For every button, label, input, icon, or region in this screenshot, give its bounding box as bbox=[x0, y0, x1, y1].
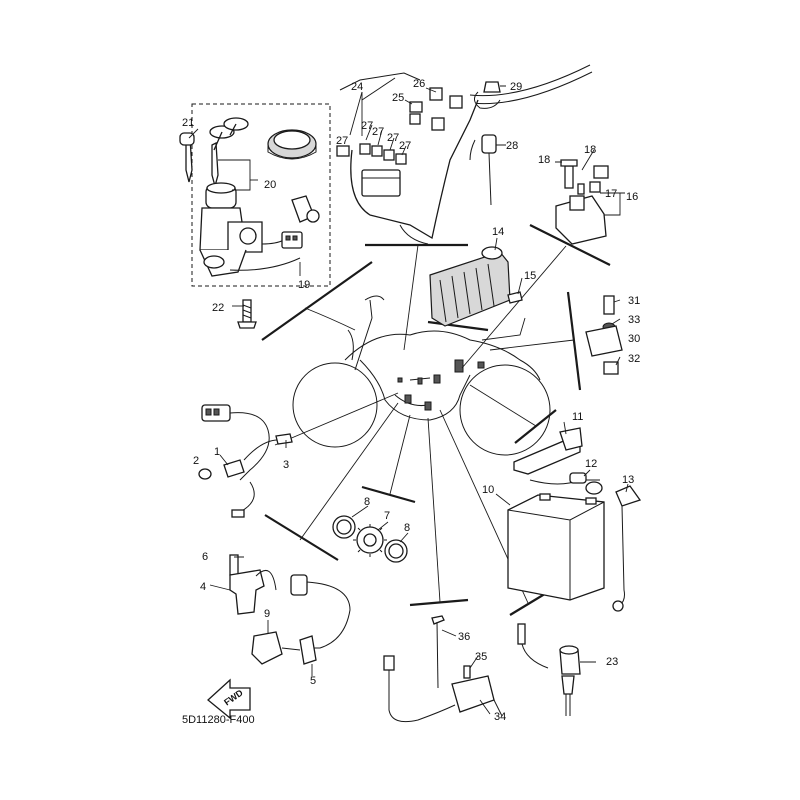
main-switch-kit-box bbox=[191, 103, 331, 287]
callout-18b: 18 bbox=[584, 144, 596, 156]
relay-30-group bbox=[585, 295, 623, 375]
callout-23: 23 bbox=[606, 656, 618, 668]
callout-27b: 27 bbox=[361, 120, 373, 132]
screw-icon bbox=[564, 165, 574, 189]
bolt-icon bbox=[507, 291, 523, 304]
fuse-icon bbox=[336, 145, 350, 157]
battery-icon bbox=[507, 494, 605, 601]
relay-icon bbox=[409, 101, 423, 113]
neutral-switch-icon bbox=[223, 459, 245, 478]
callout-21: 21 bbox=[182, 117, 194, 129]
callout-25: 25 bbox=[392, 92, 404, 104]
callout-26: 26 bbox=[413, 78, 425, 90]
callout-14: 14 bbox=[492, 226, 504, 238]
callout-27a: 27 bbox=[336, 135, 348, 147]
fuse-icon bbox=[395, 153, 407, 165]
fuse-icon bbox=[359, 143, 371, 155]
callout-24: 24 bbox=[351, 81, 363, 93]
callout-19: 19 bbox=[298, 279, 310, 291]
connector-icon bbox=[251, 631, 283, 665]
screw-icon bbox=[483, 81, 501, 93]
spark-plug-icon bbox=[517, 623, 526, 645]
pickup-coil-icon bbox=[229, 569, 265, 615]
regulator-group bbox=[429, 237, 523, 327]
leader-lines bbox=[261, 64, 611, 616]
callout-34: 34 bbox=[494, 711, 506, 723]
callout-32: 32 bbox=[628, 353, 640, 365]
callout-27c: 27 bbox=[372, 126, 384, 138]
main-switch-kit bbox=[179, 103, 331, 329]
connector-icon bbox=[290, 574, 308, 596]
fuse-icon bbox=[371, 145, 383, 157]
neutral-switch-group bbox=[198, 404, 293, 518]
relay-icon bbox=[585, 325, 623, 357]
diagram-code: 5D11280-F400 bbox=[182, 714, 255, 726]
callout-3: 3 bbox=[283, 459, 289, 471]
relay-icon bbox=[555, 195, 607, 245]
motorcycle-outline bbox=[292, 295, 551, 456]
relay-icon bbox=[429, 87, 443, 101]
rotor-group bbox=[332, 505, 409, 563]
connector-icon bbox=[481, 134, 497, 154]
ignition-coil-group bbox=[383, 615, 596, 723]
callout-12: 12 bbox=[585, 458, 597, 470]
screw-icon bbox=[603, 295, 615, 315]
callout-15: 15 bbox=[524, 270, 536, 282]
screw-icon bbox=[229, 554, 239, 576]
o-ring-icon bbox=[198, 468, 212, 480]
fwd-arrow-icon bbox=[207, 678, 251, 720]
cable-icon bbox=[615, 485, 642, 507]
ignition-coil-icon bbox=[451, 675, 495, 713]
callout-6: 6 bbox=[202, 551, 208, 563]
callout-29: 29 bbox=[510, 81, 522, 93]
callout-4: 4 bbox=[200, 581, 206, 593]
cover-icon bbox=[299, 635, 317, 665]
callout-27e: 27 bbox=[399, 140, 411, 152]
cable-tie-icon bbox=[431, 615, 445, 625]
rectifier-regulator-icon bbox=[429, 251, 511, 327]
callout-10: 10 bbox=[482, 484, 494, 496]
relay-icon bbox=[431, 117, 445, 131]
callout-36: 36 bbox=[458, 631, 470, 643]
callout-1: 1 bbox=[214, 446, 220, 458]
connector-icon bbox=[383, 655, 395, 671]
relay-icon bbox=[449, 95, 463, 109]
callout-5: 5 bbox=[310, 675, 316, 687]
callout-8a: 8 bbox=[364, 496, 370, 508]
callout-17: 17 bbox=[605, 188, 617, 200]
callout-2: 2 bbox=[193, 455, 199, 467]
callout-8b: 8 bbox=[404, 522, 410, 534]
callout-31: 31 bbox=[628, 295, 640, 307]
connector-icon bbox=[281, 231, 303, 249]
callout-28: 28 bbox=[506, 140, 518, 152]
battery-group bbox=[495, 421, 642, 612]
callout-13: 13 bbox=[622, 474, 634, 486]
callout-22: 22 bbox=[212, 302, 224, 314]
starter-relay-group bbox=[555, 149, 625, 245]
key-icon bbox=[211, 141, 219, 189]
callout-33: 33 bbox=[628, 314, 640, 326]
junction-box-group bbox=[336, 72, 506, 245]
callout-30: 30 bbox=[628, 333, 640, 345]
pickup-coil-group bbox=[207, 554, 351, 720]
callout-7: 7 bbox=[384, 510, 390, 522]
callout-16: 16 bbox=[626, 191, 638, 203]
callout-35: 35 bbox=[475, 651, 487, 663]
bracket-icon bbox=[603, 361, 619, 375]
screw-icon bbox=[463, 665, 471, 679]
fuse-icon bbox=[383, 149, 395, 161]
callout-11: 11 bbox=[572, 411, 583, 423]
cable-icon bbox=[569, 472, 587, 484]
callout-20: 20 bbox=[264, 179, 276, 191]
callout-9: 9 bbox=[264, 608, 270, 620]
callout-numbers: 1 2 3 4 5 6 7 8 8 9 10 11 12 13 14 15 16… bbox=[182, 78, 640, 723]
callout-27d: 27 bbox=[387, 132, 399, 144]
fuse-box-icon bbox=[361, 169, 401, 197]
callout-18a: 18 bbox=[538, 154, 550, 166]
